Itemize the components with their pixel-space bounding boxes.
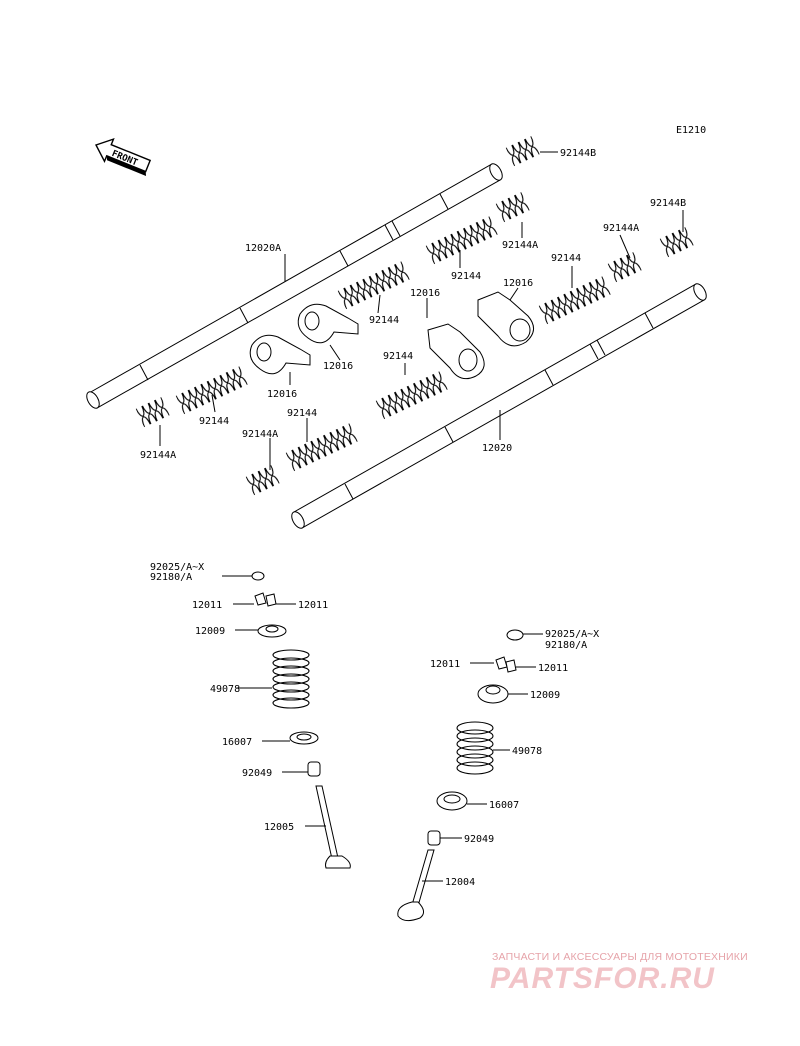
label-12016-c: 12016 — [323, 361, 353, 372]
watermark-tagline: ЗАПЧАСТИ И АКСЕССУАРЫ ДЛЯ МОТОТЕХНИКИ — [492, 951, 748, 963]
rocker-arm-12016-d — [477, 291, 534, 347]
label-92144-c: 92144 — [369, 315, 399, 326]
label-12016-b: 12016 — [503, 278, 533, 289]
label-16007-left: 16007 — [222, 737, 252, 748]
rocker-arm-12016-b — [297, 303, 359, 344]
right-valve-assembly — [397, 629, 543, 922]
spring-92144-center — [375, 371, 448, 420]
label-92049-right: 92049 — [464, 834, 494, 845]
rocker-arm-12016-a — [249, 334, 311, 375]
rocker-shaft-12020A — [86, 163, 503, 409]
label-92144A-3: 92144A — [242, 429, 278, 440]
label-12011-right-l: 12011 — [430, 659, 460, 670]
upper-leaders — [159, 151, 684, 470]
label-92144-a: 92144 — [451, 271, 481, 282]
label-92144A-2: 92144A — [603, 223, 639, 234]
watermark-brand: PARTSFOR.RU — [490, 962, 715, 995]
rocker-arm-12016-c — [427, 323, 485, 380]
spring-92144-left — [175, 366, 248, 415]
diagram-code: E1210 — [676, 125, 706, 136]
spring-92144A-right — [607, 252, 642, 283]
spring-92144A-left — [135, 397, 170, 428]
spring-92144-mid-left — [337, 261, 410, 310]
label-12005: 12005 — [264, 822, 294, 833]
label-12020: 12020 — [482, 443, 512, 454]
label-12020A: 12020A — [245, 243, 281, 254]
spring-92144-upper — [425, 216, 498, 265]
label-12011-right-r: 12011 — [538, 663, 568, 674]
label-92144-d: 92144 — [383, 351, 413, 362]
label-92144-b: 92144 — [551, 253, 581, 264]
label-12011-left-l: 12011 — [192, 600, 222, 611]
label-49078-right: 49078 — [512, 746, 542, 757]
label-12016-d: 12016 — [267, 389, 297, 400]
rocker-shaft-12020 — [291, 283, 707, 529]
spring-92144A-lower — [245, 465, 280, 496]
label-92180-right: 92180/A — [545, 640, 587, 651]
label-49078-left: 49078 — [210, 684, 240, 695]
spring-92144B-top — [505, 136, 540, 167]
spring-92144A-upper — [495, 192, 530, 223]
label-92144-f: 92144 — [199, 416, 229, 427]
label-92180-left: 92180/A — [150, 572, 192, 583]
label-16007-right: 16007 — [489, 800, 519, 811]
spring-92144B-right — [659, 227, 694, 258]
front-arrow-icon: FRONT — [95, 137, 152, 176]
left-valve-assembly — [222, 571, 351, 869]
label-12009-left: 12009 — [195, 626, 225, 637]
label-92144B-right: 92144B — [650, 198, 686, 209]
label-92144-e: 92144 — [287, 408, 317, 419]
label-92025-right: 92025/A~X — [545, 629, 599, 640]
spring-92144-right — [538, 276, 611, 325]
label-12011-left-r: 12011 — [298, 600, 328, 611]
label-92144B-top: 92144B — [560, 148, 596, 159]
label-12009-right: 12009 — [530, 690, 560, 701]
spring-92144-lower — [285, 423, 358, 472]
label-92025-left: 92025/A~X — [150, 562, 204, 573]
label-12004: 12004 — [445, 877, 475, 888]
label-92049-left: 92049 — [242, 768, 272, 779]
label-92144A-1: 92144A — [502, 240, 538, 251]
label-92144A-4: 92144A — [140, 450, 176, 461]
label-12016-a: 12016 — [410, 288, 440, 299]
